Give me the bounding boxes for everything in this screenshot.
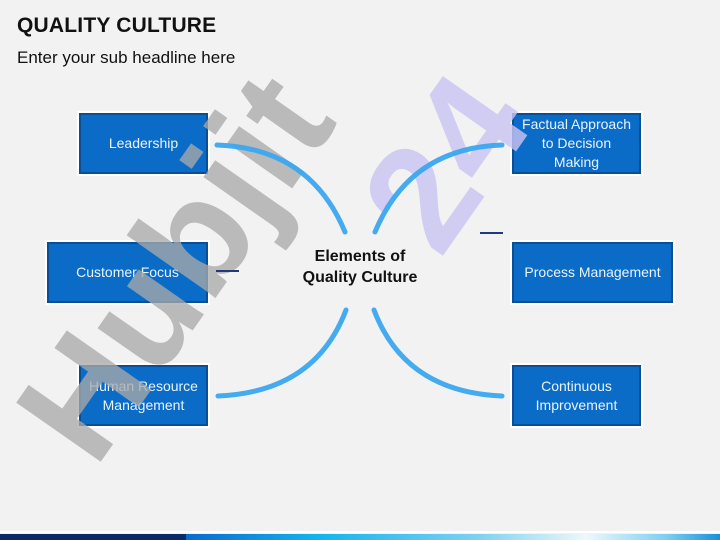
element-box-customer-focus: Customer Focus (47, 242, 208, 303)
footer-divider (0, 531, 720, 533)
element-box-human-resource-management: Human Resource Management (79, 365, 208, 426)
element-box-process-management: Process Management (512, 242, 673, 303)
center-label: Elements of Quality Culture (302, 248, 418, 286)
element-label: Process Management (524, 264, 661, 280)
element-label: Continuous Improvement (535, 377, 618, 413)
element-label: Customer Focus (76, 264, 179, 280)
element-label: Factual Approach to Decision Making (522, 116, 631, 170)
right-upper-arc (372, 142, 505, 235)
left-lower-arc (215, 307, 349, 399)
page-subtitle: Enter your sub headline here (17, 48, 236, 67)
element-label: Leadership (108, 135, 179, 151)
right-lower-arc (371, 307, 505, 399)
footer-bar-gradient-segment (186, 534, 720, 540)
page-title: QUALITY CULTURE (17, 14, 217, 37)
footer-bar (0, 534, 720, 540)
element-box-continuous-improvement: Continuous Improvement (512, 365, 641, 426)
element-box-leadership: Leadership (79, 113, 208, 174)
element-label: Human Resource Management (89, 377, 198, 413)
element-box-factual-approach: Factual Approach to Decision Making (512, 113, 641, 174)
left-upper-arc (214, 142, 348, 235)
footer-bar-dark-segment (0, 534, 186, 540)
